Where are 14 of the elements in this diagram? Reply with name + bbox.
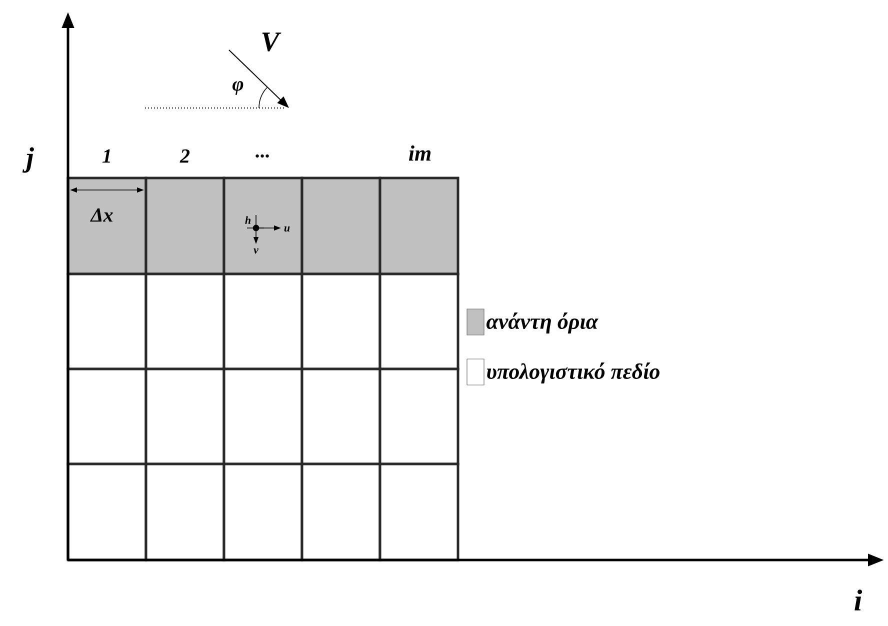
legend-label: υπολογιστικό πεδίο	[486, 362, 660, 384]
axis-label: u	[284, 226, 290, 232]
axis-label: ...	[256, 154, 269, 158]
axis-label: 1	[102, 149, 110, 163]
axis-label: i	[854, 590, 862, 610]
axis-label: V	[262, 32, 282, 52]
legend-label: ανάντη όρια	[486, 312, 598, 334]
axis-label: j	[22, 147, 34, 173]
axis-label: φ	[232, 81, 244, 95]
axis-label: im	[408, 145, 431, 161]
axis-label: Δx	[90, 208, 113, 222]
axis-label: h	[245, 216, 251, 224]
axis-label: 2	[180, 149, 190, 163]
axis-label: v	[254, 248, 259, 254]
